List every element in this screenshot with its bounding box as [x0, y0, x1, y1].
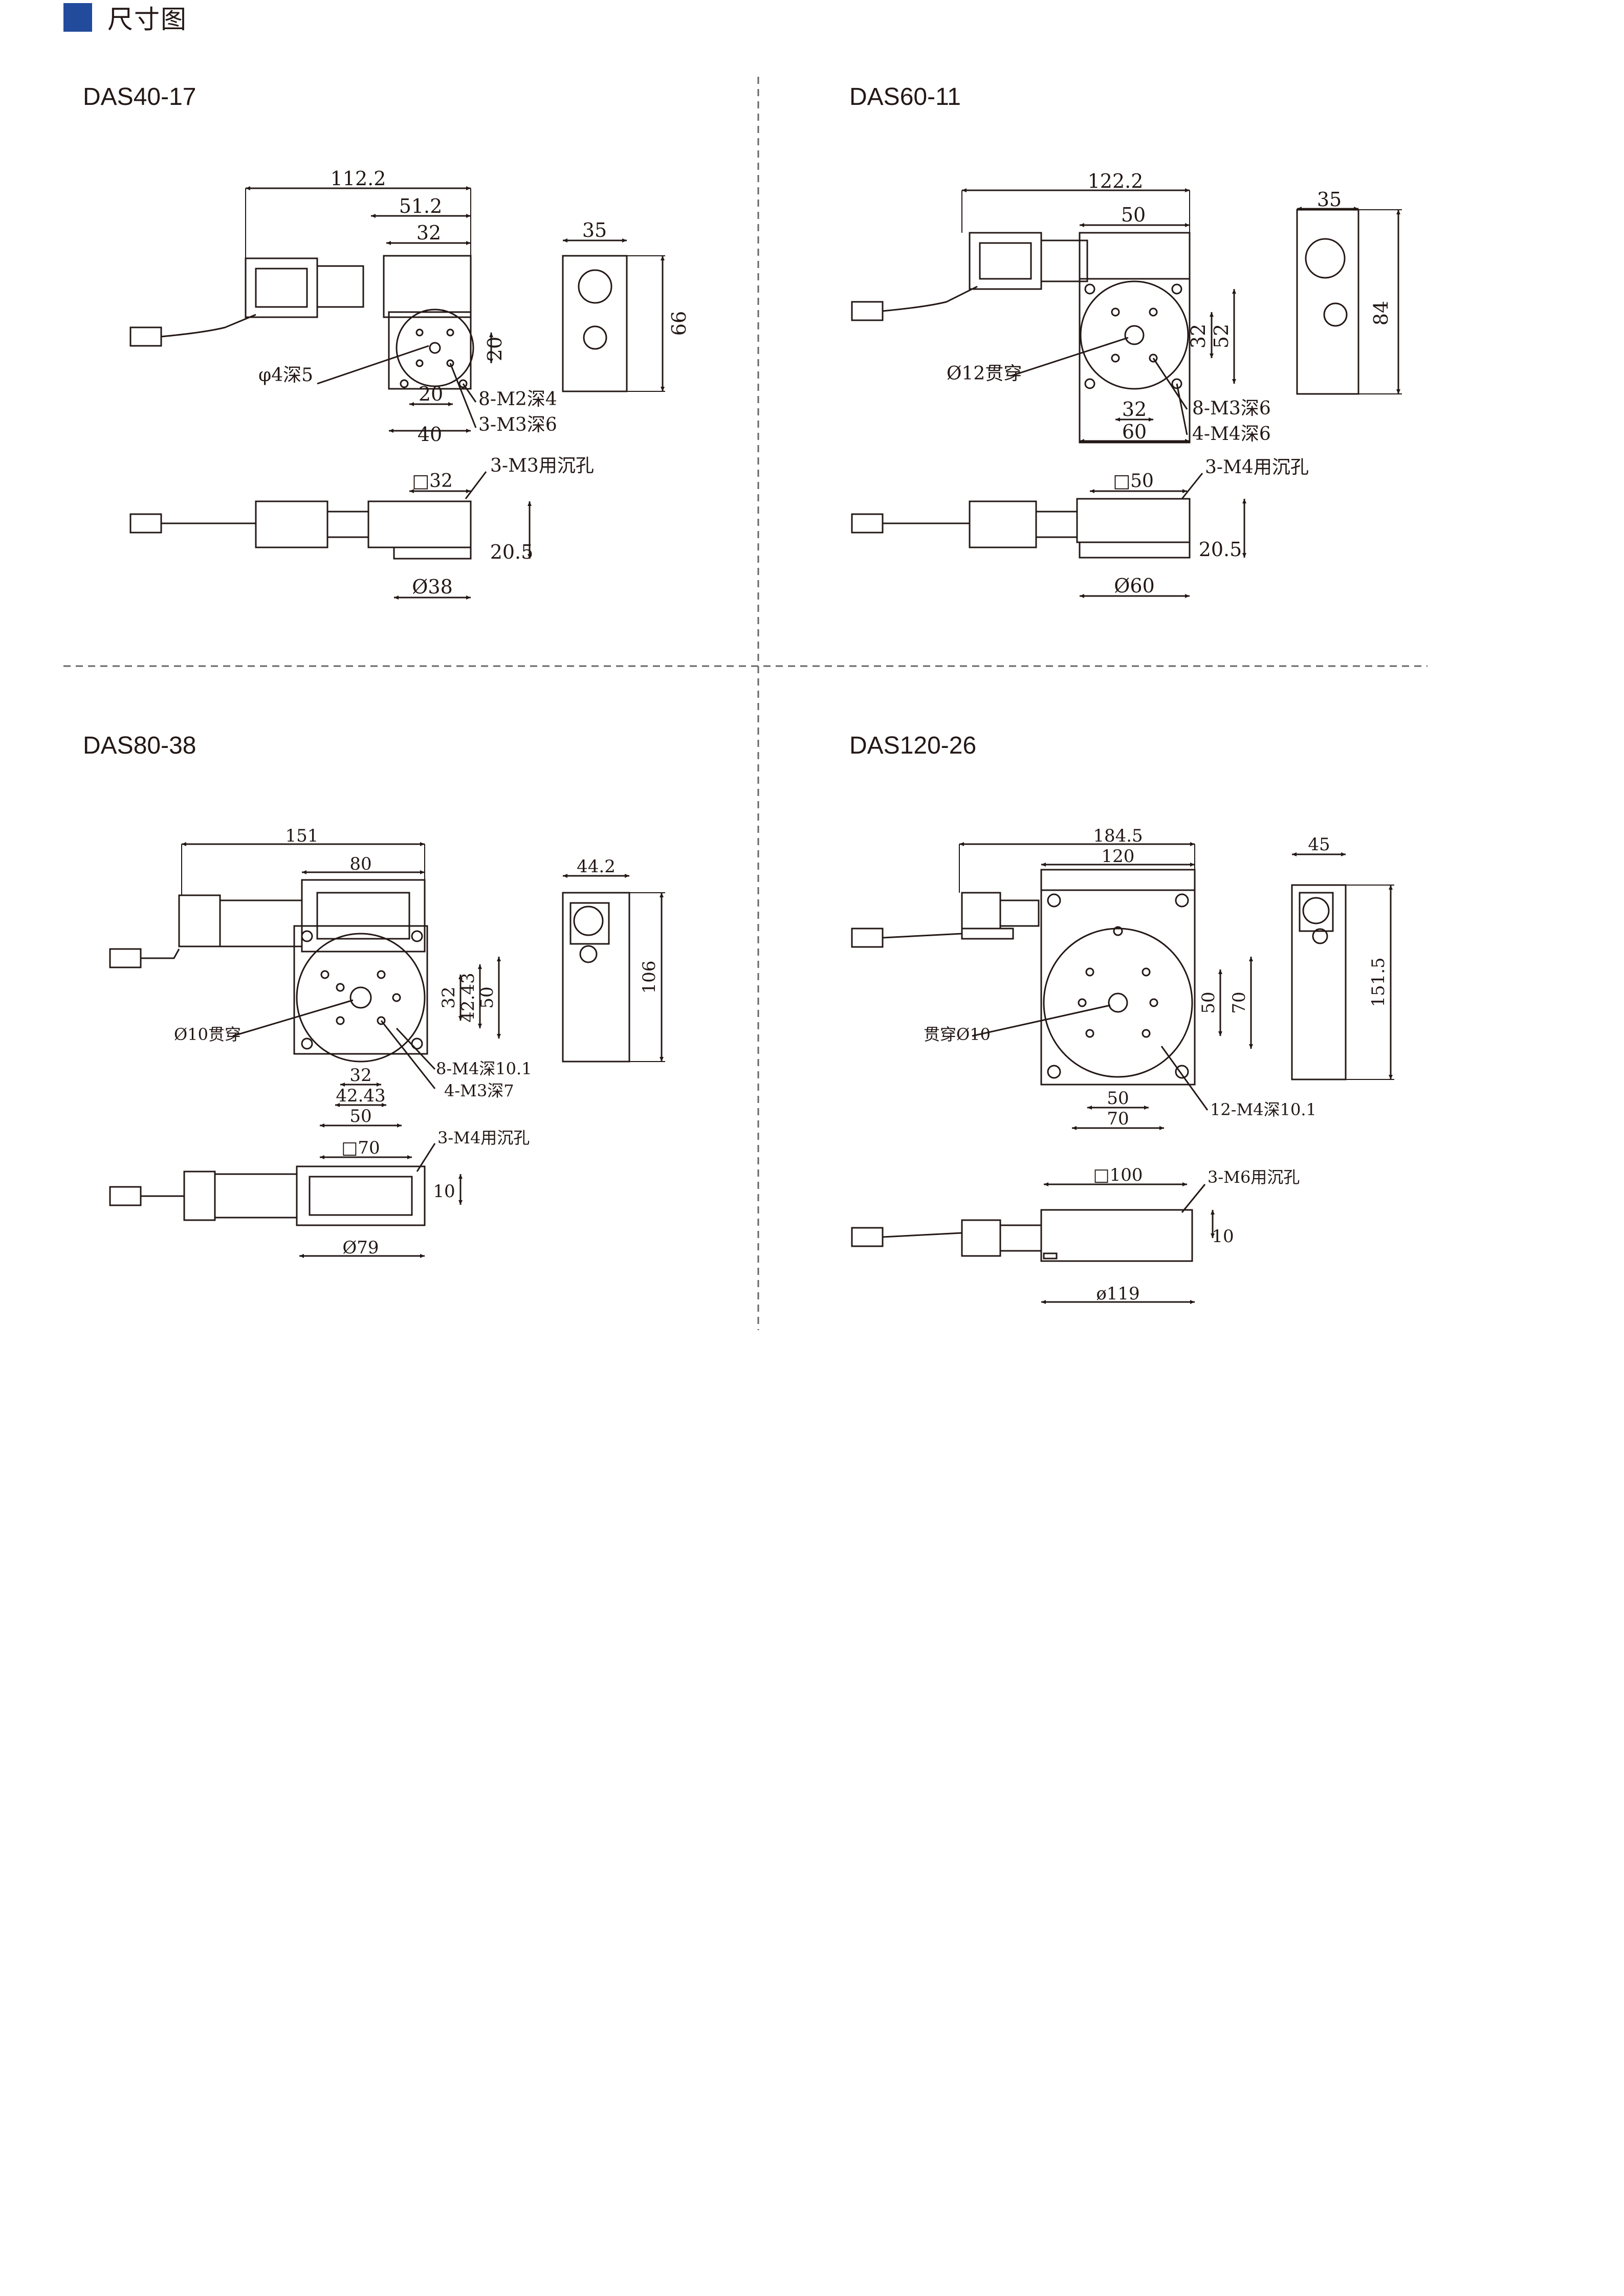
- note-c: 3-M4用沉孔: [437, 1128, 530, 1147]
- dim-depth-side: 35: [582, 219, 607, 241]
- dim-table-sq: □70: [341, 1138, 380, 1158]
- dim-52: 52: [1210, 324, 1233, 348]
- dim-table-h: 20.5: [490, 541, 534, 563]
- note-a: 8-M2深4: [478, 389, 557, 410]
- drawing-das80-38: 151 80 44.2 106 32 42.43 50 32 42.43 50 …: [109, 826, 665, 1258]
- note-c: 3-M3用沉孔: [490, 455, 594, 476]
- dim-len-a: 120: [1102, 846, 1135, 867]
- dim-base-w: 40: [418, 423, 442, 446]
- dim-height-side: 84: [1370, 301, 1392, 325]
- dim-height-side: 151.5: [1368, 957, 1389, 1007]
- model-name-das80-38: DAS80-38: [83, 732, 196, 759]
- dim-len-a: 80: [349, 854, 371, 874]
- dim-50: 50: [477, 986, 497, 1008]
- dim-height-side: 106: [639, 961, 660, 994]
- drawing-das120-26: 184.5 120 45 151.5 50 70 50 70 贯穿Ø10 12-…: [851, 826, 1394, 1304]
- dim-70-vertical: 70: [1229, 991, 1249, 1013]
- dim-len-total: 122.2: [1088, 170, 1144, 192]
- note-hole: φ4深5: [258, 365, 313, 386]
- dim-base-50: 50: [349, 1106, 371, 1127]
- dim-pos-y: 20: [484, 337, 506, 361]
- drawing-das40-17: 112.2 51.2 32 35 66 20 20 40 φ4深5 8-M2深4…: [129, 167, 690, 600]
- note-b: 3-M3深6: [478, 414, 557, 435]
- dim-pos-x: 20: [419, 383, 443, 405]
- dim-42-43: 42.43: [458, 973, 478, 1022]
- dim-depth-side: 45: [1308, 834, 1330, 855]
- dim-table-sq: □50: [1113, 471, 1154, 492]
- dim-pitch-x: 32: [1122, 398, 1147, 421]
- note-hole: Ø12贯穿: [947, 363, 1022, 384]
- dim-50-horizontal: 50: [1107, 1088, 1129, 1109]
- dim-len-b: 32: [416, 222, 441, 244]
- dim-50-vertical: 50: [1198, 991, 1219, 1013]
- dim-base-d: Ø38: [412, 576, 453, 598]
- dim-base-w: 60: [1122, 421, 1147, 443]
- model-name-das40-17: DAS40-17: [83, 83, 196, 111]
- note-c: 3-M6用沉孔: [1208, 1167, 1300, 1187]
- section-title: 尺寸图: [107, 5, 187, 34]
- drawing-das60-11: 122.2 50 35 84 32 52 32 60 Ø12贯穿 8-M3深6 …: [851, 170, 1402, 598]
- dim-table-h: 10: [1212, 1226, 1234, 1247]
- dim-depth-side: 44.2: [577, 856, 616, 877]
- model-name-das60-11: DAS60-11: [849, 83, 961, 111]
- dim-32: 32: [438, 986, 459, 1008]
- dim-len-a: 50: [1121, 204, 1146, 226]
- dim-table-sq: □100: [1093, 1165, 1143, 1185]
- note-a: 8-M4深10.1: [436, 1059, 532, 1078]
- note-c: 3-M4用沉孔: [1205, 457, 1309, 478]
- dim-len-total: 112.2: [331, 167, 386, 190]
- note-b: 4-M4深6: [1192, 424, 1271, 445]
- dim-len-a: 51.2: [399, 195, 443, 217]
- quadrant-dividers: [63, 77, 1428, 1330]
- dim-table-h: 20.5: [1199, 538, 1242, 561]
- dim-height-side: 66: [668, 311, 690, 336]
- dim-len-total: 184.5: [1093, 826, 1143, 846]
- dim-pitch-32: 32: [349, 1065, 371, 1086]
- section-marker: [63, 3, 92, 32]
- dim-32: 32: [1187, 324, 1210, 348]
- dim-table-h: 10: [433, 1181, 455, 1202]
- note-hole: 贯穿Ø10: [924, 1025, 991, 1044]
- dim-pitch-42-43: 42.43: [336, 1086, 385, 1106]
- dim-table-sq: □32: [412, 471, 453, 492]
- note-a: 12-M4深10.1: [1210, 1100, 1316, 1119]
- note-a: 8-M3深6: [1192, 398, 1271, 419]
- note-b: 4-M3深7: [444, 1081, 514, 1100]
- note-hole: Ø10贯穿: [174, 1025, 241, 1044]
- dim-base-d: ø119: [1096, 1284, 1139, 1304]
- dim-70-horizontal: 70: [1107, 1109, 1129, 1129]
- dim-base-d: Ø60: [1114, 575, 1155, 597]
- dim-len-total: 151: [286, 826, 319, 846]
- section-header: 尺寸图: [63, 1, 187, 34]
- dim-base-d: Ø79: [342, 1238, 379, 1258]
- dim-depth-side: 35: [1317, 188, 1342, 211]
- model-name-das120-26: DAS120-26: [849, 732, 977, 759]
